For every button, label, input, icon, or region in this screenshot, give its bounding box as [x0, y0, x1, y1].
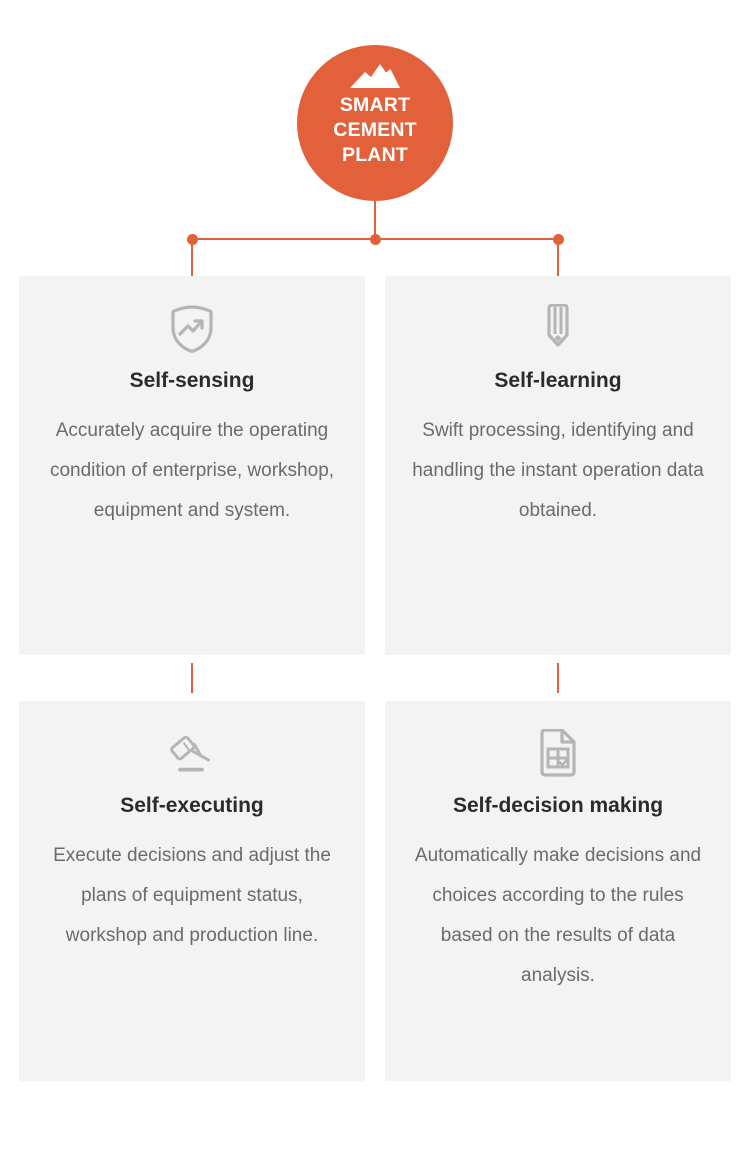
connector-drop-self-sensing	[191, 239, 193, 276]
connector-link-right-column	[557, 663, 559, 693]
connector-drop-self-learning	[557, 239, 559, 276]
card-self-decision-making[interactable]: Self-decision making Automatically make …	[385, 701, 731, 1081]
card-self-executing[interactable]: Self-executing Execute decisions and adj…	[19, 701, 365, 1081]
card-description: Execute decisions and adjust the plans o…	[53, 845, 331, 946]
mountain-icon	[350, 64, 400, 88]
card-title: Self-learning	[494, 369, 622, 392]
connector-hub-stem	[374, 201, 376, 239]
card-description: Swift processing, identifying and handli…	[412, 420, 704, 521]
pencil-icon	[547, 304, 569, 347]
card-self-learning[interactable]: Self-learning Swift processing, identify…	[385, 276, 731, 655]
gavel-icon	[170, 735, 211, 772]
card-title: Self-executing	[120, 794, 264, 817]
connector-link-left-column	[191, 663, 193, 693]
document-table-check-icon	[540, 729, 576, 777]
card-description: Automatically make decisions and choices…	[414, 845, 702, 986]
connector-dot-center	[369, 233, 381, 245]
card-title: Self-decision making	[452, 794, 664, 817]
card-title: Self-sensing	[129, 369, 255, 392]
shield-trend-icon	[171, 305, 213, 354]
card-self-sensing[interactable]: Self-sensing Accurately acquire the oper…	[19, 276, 365, 655]
card-description: Accurately acquire the operating conditi…	[49, 420, 335, 521]
hub-title: SMART CEMENT PLANT	[333, 94, 417, 166]
smart-cement-plant-hub[interactable]: SMART CEMENT PLANT	[297, 45, 453, 201]
